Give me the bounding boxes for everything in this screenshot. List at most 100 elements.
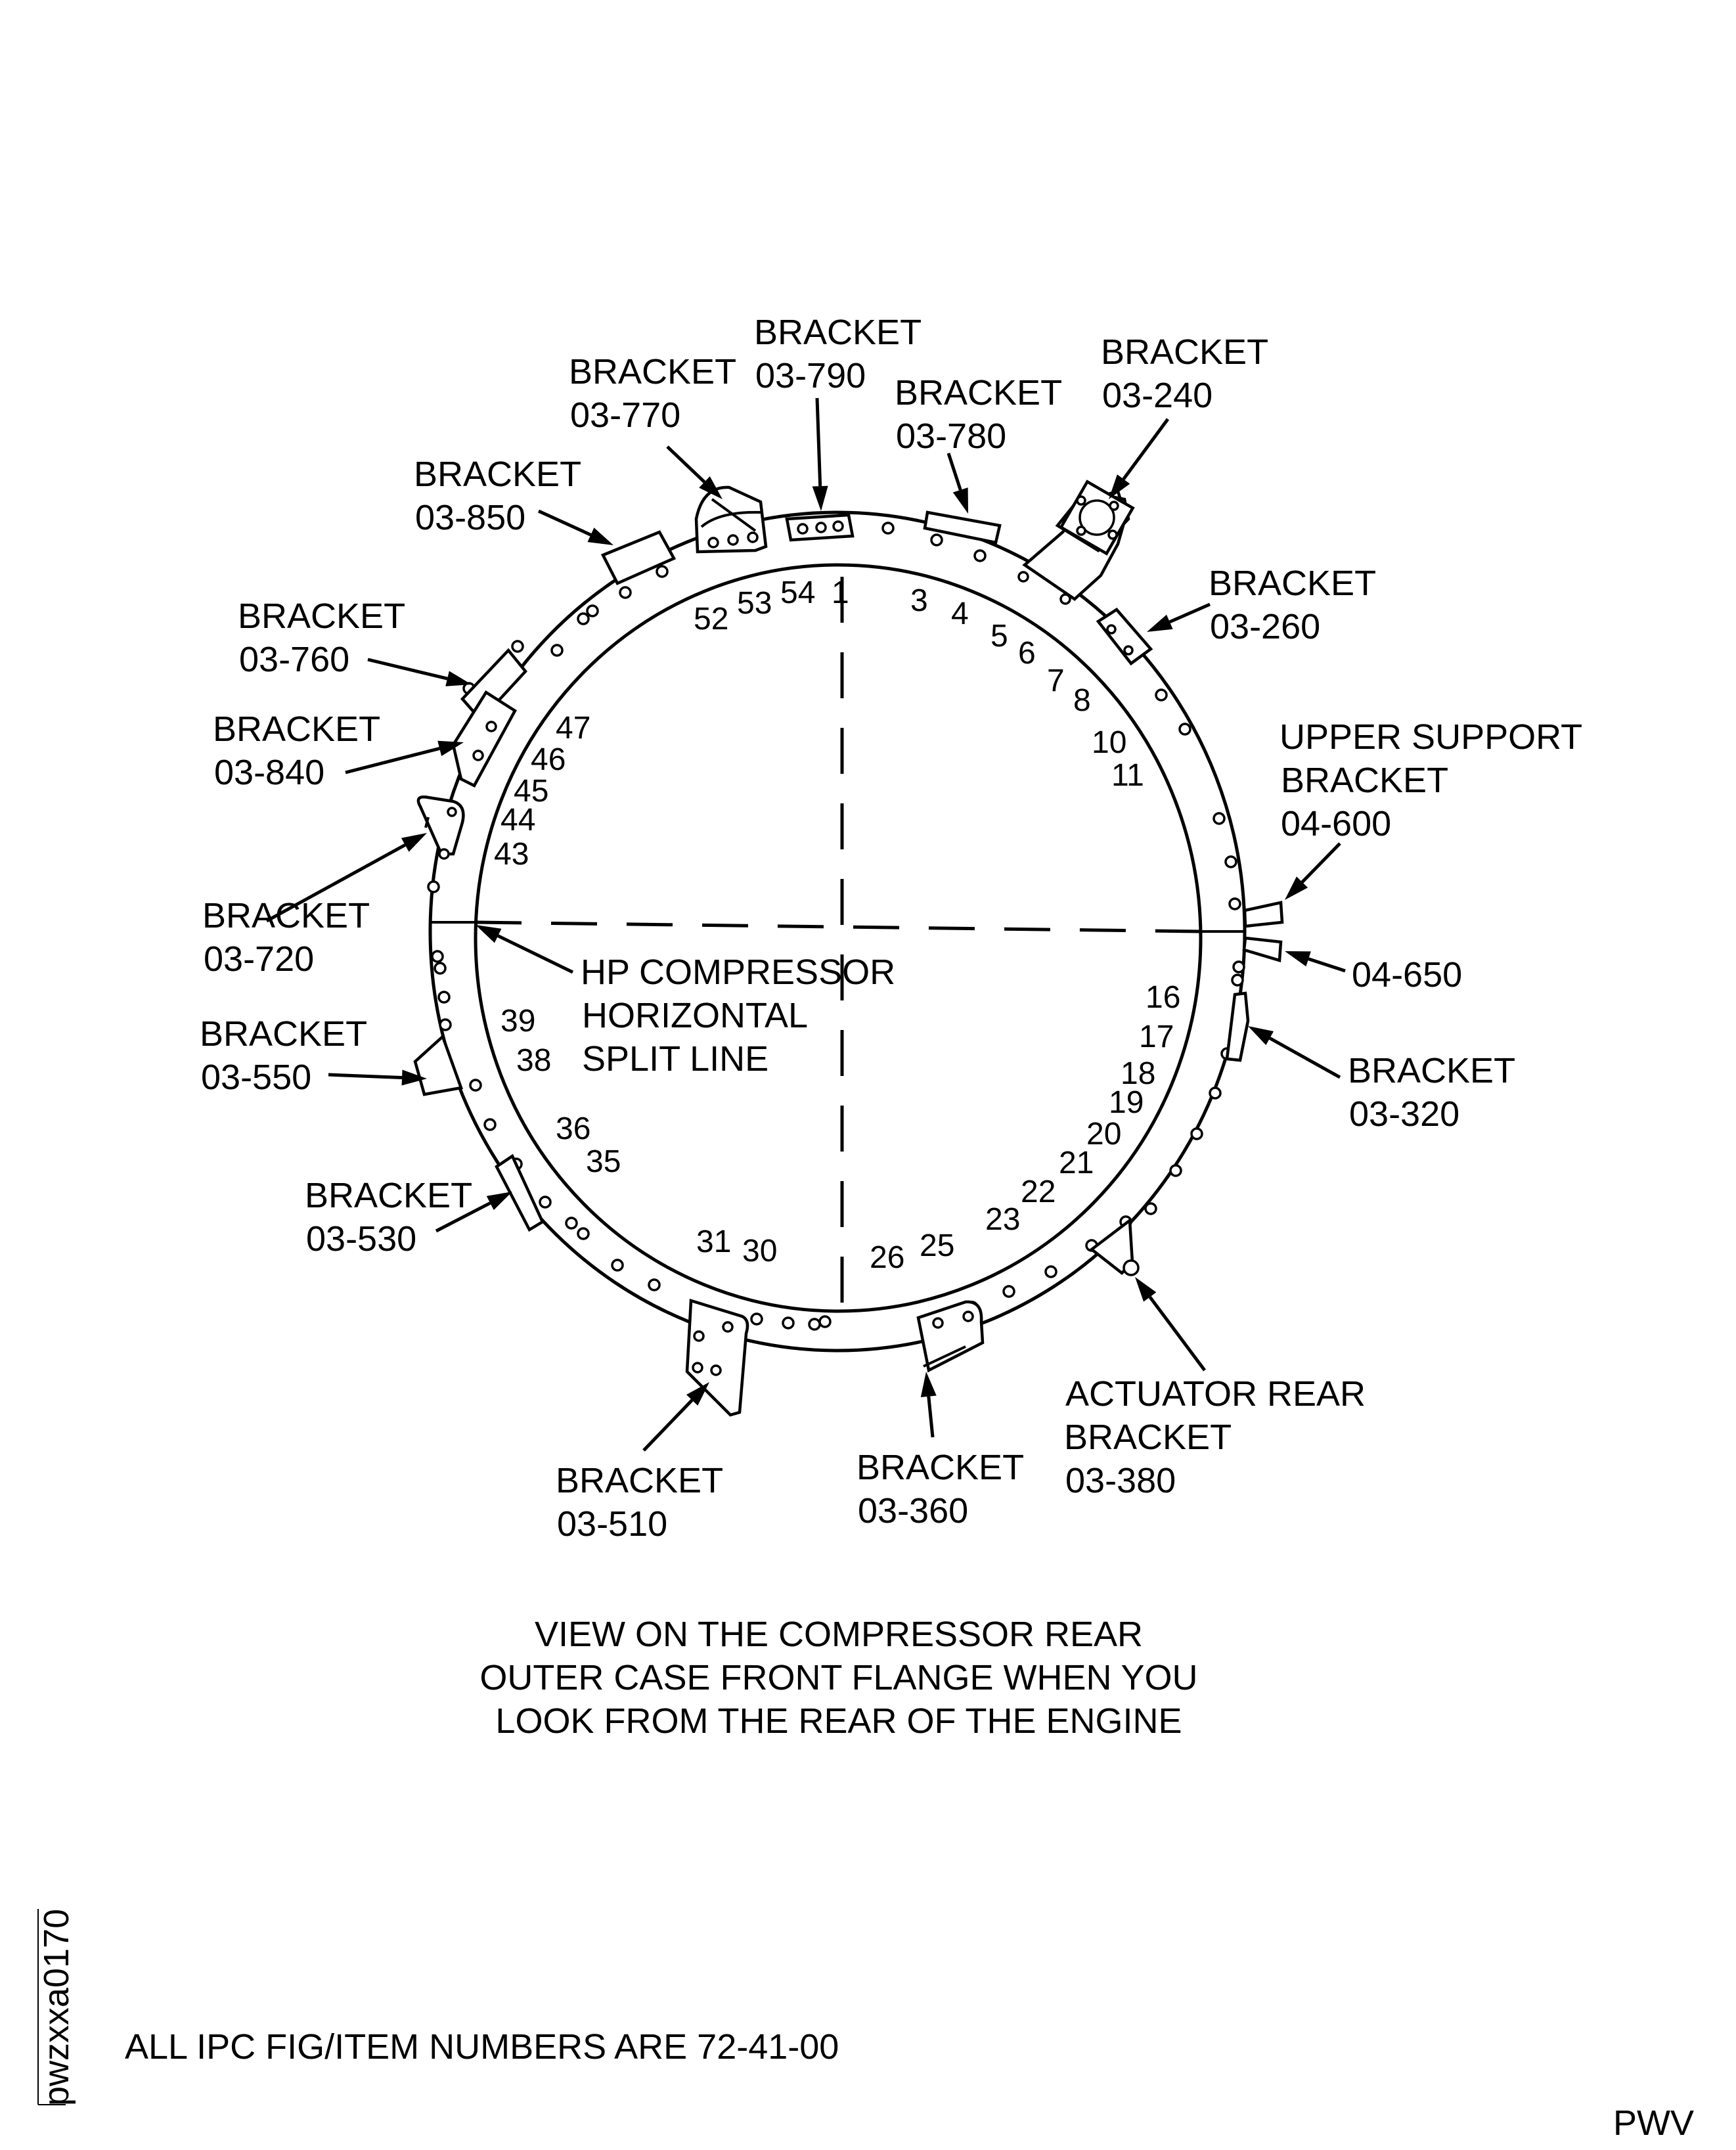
bolt-hole xyxy=(1190,1127,1203,1140)
corner-mark: PWV xyxy=(1613,2103,1694,2143)
bracket-03-720-part xyxy=(416,795,465,860)
hole-number: 21 xyxy=(1059,1146,1094,1180)
hole-number: 7 xyxy=(1047,663,1065,698)
caption-line: VIEW ON THE COMPRESSOR REAR xyxy=(535,1615,1143,1654)
hole-number: 10 xyxy=(1092,725,1126,760)
leader-arrows xyxy=(265,397,1346,1452)
bolt-hole xyxy=(930,533,943,547)
horizontal-split-line xyxy=(475,920,1201,933)
bolt-hole xyxy=(619,586,632,599)
arrow-03-240 xyxy=(1109,418,1170,499)
hole-number: 46 xyxy=(531,742,566,777)
arrow-03-550 xyxy=(328,1069,427,1086)
bolt-hole xyxy=(611,1259,624,1272)
bolt-hole xyxy=(439,1018,452,1031)
bolt-hole xyxy=(656,565,669,578)
arrow-03-360 xyxy=(920,1372,937,1438)
bolt-hole xyxy=(539,1196,552,1209)
arrow-03-790 xyxy=(812,397,828,511)
bracket-03-260-part xyxy=(1096,608,1153,666)
hole-number: 17 xyxy=(1139,1019,1174,1054)
hole-number: 54 xyxy=(780,575,815,610)
bolt-hole xyxy=(1232,960,1245,974)
bolt-hole xyxy=(586,604,599,617)
bracket-03-780-part xyxy=(923,510,1002,545)
hole-number: 25 xyxy=(920,1228,954,1263)
arrow-03-760 xyxy=(367,658,472,686)
bracket-03-550-part xyxy=(413,1034,464,1096)
bolt-hole xyxy=(750,1312,763,1326)
hole-number: 3 xyxy=(910,583,928,618)
bolt-hole xyxy=(1213,812,1226,825)
bolt-hole xyxy=(483,1118,497,1131)
arrow-03-720 xyxy=(265,833,427,923)
bracket-03-790-part xyxy=(785,513,855,542)
bolt-hole xyxy=(565,1217,578,1230)
hole-number: 8 xyxy=(1073,683,1091,718)
bolt-hole xyxy=(1144,1202,1157,1215)
hole-number: 45 xyxy=(514,774,548,809)
bolt-hole xyxy=(1178,723,1191,736)
hole-number: 35 xyxy=(586,1144,621,1179)
hole-number: 47 xyxy=(556,711,590,746)
bolt-hole xyxy=(1228,897,1241,910)
bolt-hole xyxy=(818,1315,832,1328)
bolt-hole xyxy=(550,644,564,657)
bolt-hole xyxy=(1044,1265,1057,1278)
hole-number: 16 xyxy=(1146,980,1180,1015)
arrow-03-530 xyxy=(435,1192,512,1233)
bracket-03-360-part xyxy=(916,1300,985,1373)
bolt-hole xyxy=(469,1079,482,1092)
hole-number: 53 xyxy=(737,586,772,621)
caption-line: OUTER CASE FRONT FLANGE WHEN YOU xyxy=(479,1658,1197,1697)
inner-flange-ring xyxy=(474,563,1203,1313)
bracket-03-530-part xyxy=(495,1153,545,1232)
arrow-03-260 xyxy=(1147,602,1211,632)
arrow-03-320 xyxy=(1248,1026,1341,1079)
hole-number: 31 xyxy=(696,1224,731,1259)
arrow-04-650 xyxy=(1285,951,1346,973)
hole-number: 6 xyxy=(1018,636,1036,671)
callout-b650: 04-650 xyxy=(1352,955,1462,995)
bolt-hole xyxy=(1169,1164,1182,1177)
bolt-hole xyxy=(434,962,447,975)
bolt-hole xyxy=(881,522,895,535)
bolt-hole xyxy=(431,950,444,963)
bolt-hole xyxy=(973,549,987,562)
bolt-hole xyxy=(808,1318,821,1331)
bracket-03-770-part xyxy=(694,485,768,554)
arrow-03-770 xyxy=(666,445,723,499)
hole-number: 22 xyxy=(1021,1175,1056,1209)
bracket-03-240-part xyxy=(1017,480,1135,605)
bolt-hole xyxy=(1231,974,1244,987)
hole-number: 19 xyxy=(1109,1085,1144,1120)
bracket-03-850-part xyxy=(600,530,677,585)
hole-number: 38 xyxy=(516,1043,551,1078)
arrow-split-line xyxy=(476,925,574,974)
arrow-04-600 xyxy=(1285,842,1341,900)
arrow-03-780 xyxy=(946,453,968,514)
bolt-hole xyxy=(1155,688,1168,702)
hole-number: 30 xyxy=(742,1234,777,1268)
bracket-03-320-part xyxy=(1225,991,1250,1062)
bolt-hole xyxy=(511,640,524,653)
hole-number: 20 xyxy=(1086,1117,1121,1152)
hole-number: 23 xyxy=(985,1202,1020,1237)
bolt-hole xyxy=(1224,855,1237,868)
bolt-hole xyxy=(1002,1285,1015,1298)
bolt-hole xyxy=(427,880,440,893)
hole-number: 5 xyxy=(990,619,1008,654)
hole-number: 36 xyxy=(556,1111,590,1146)
bolt-hole xyxy=(577,612,590,625)
